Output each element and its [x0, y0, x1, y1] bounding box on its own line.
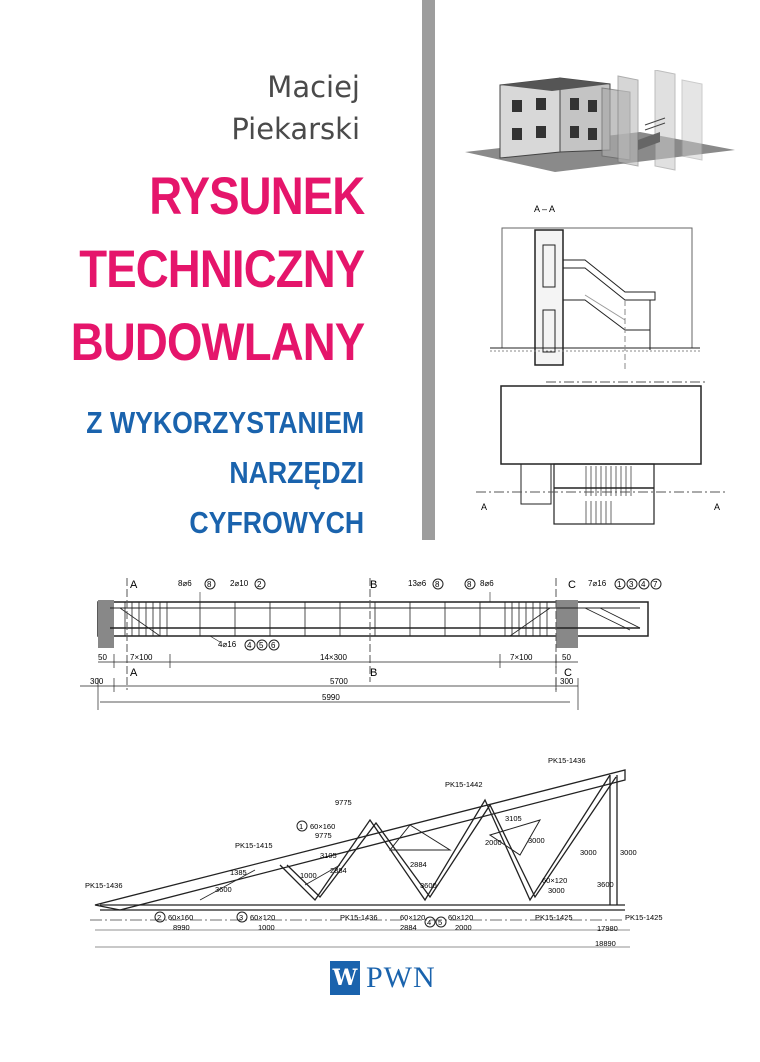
beam-dimension: 300: [90, 677, 104, 686]
publisher-name: PWN: [366, 961, 436, 994]
truss-dimension: 3000: [620, 848, 637, 857]
title-line-1: RYSUNEK: [148, 167, 365, 226]
plan-drawing: A A: [476, 381, 726, 525]
publisher-logo: W PWN: [330, 960, 436, 996]
truss-label: PK15-1425: [535, 913, 573, 922]
author-first-name: Maciej: [267, 70, 360, 104]
truss-dimension: 1000: [258, 923, 275, 932]
author: Maciej Piekarski: [231, 66, 360, 150]
truss-label: PK15-1415: [235, 841, 273, 850]
rebar-label: 5: [259, 641, 264, 650]
beam-mark-b-bottom: B: [370, 667, 377, 679]
truss-dimension: 3600: [597, 880, 614, 889]
rebar-label: 4: [247, 641, 252, 650]
book-title: RYSUNEK TECHNICZNY BUDOWLANY: [70, 160, 364, 379]
beam-dimension: 7×100: [510, 653, 533, 662]
truss-dimension: 2884: [400, 923, 417, 932]
truss-dimension: 2000: [485, 838, 502, 847]
author-last-name: Piekarski: [231, 112, 360, 146]
truss-dimension: 9775: [315, 831, 332, 840]
truss-dimension: 60×120: [250, 913, 275, 922]
title-line-2: TECHNICZNY: [78, 240, 365, 299]
rebar-label: 7: [653, 580, 658, 589]
truss-label: PK15-1425: [625, 913, 663, 922]
beam-dimension: 7×100: [130, 653, 153, 662]
rebar-label: 4: [641, 580, 646, 589]
beam-dimension: 50: [562, 653, 571, 662]
book-subtitle: Z WYKORZYSTANIEM NARZĘDZI CYFROWYCH: [86, 398, 364, 548]
beam-mark-a-top: A: [130, 579, 138, 591]
beam-mark-b-top: B: [370, 579, 377, 591]
truss-dimension: 1000: [300, 871, 317, 880]
truss-dimension: 60×160: [168, 913, 193, 922]
beam-dimension: 300: [560, 677, 574, 686]
subtitle-line-3: CYFROWYCH: [189, 505, 364, 540]
truss-label: PK15-1436: [85, 881, 123, 890]
rebar-label: 1: [617, 580, 622, 589]
truss-label: PK15-1436: [340, 913, 378, 922]
rebar-label: 4⌀16: [218, 640, 237, 649]
title-line-3: BUDOWLANY: [70, 313, 364, 372]
rebar-label: 8⌀6: [480, 579, 494, 588]
truss-label: PK15-1442: [445, 780, 483, 789]
rebar-label: 8: [435, 580, 440, 589]
truss-dimension: 60×120: [542, 876, 567, 885]
truss-dimension: 5: [438, 918, 442, 927]
building-3d-illustration: [465, 70, 735, 172]
rebar-label: 8⌀6: [178, 579, 192, 588]
plan-mark-right: A: [714, 502, 720, 512]
truss-dimension: 3105: [505, 814, 522, 823]
section-drawing: A – A: [490, 204, 700, 370]
truss-dimension: 3600: [420, 881, 437, 890]
truss-dimension: 60×120: [448, 913, 473, 922]
section-label: A – A: [534, 204, 555, 214]
rebar-label: 2⌀10: [230, 579, 249, 588]
roof-truss-drawing: PK15-1436 PK15-1442 PK15-1415 PK15-1436 …: [85, 756, 663, 948]
beam-reinforcement-drawing: A B C A B C 8⌀6 8 2⌀10 2 13⌀6 8 8 8⌀6 7⌀…: [80, 578, 662, 710]
beam-mark-c-top: C: [568, 579, 576, 591]
truss-dimension: 60×120: [400, 913, 425, 922]
rebar-label: 7⌀16: [588, 579, 607, 588]
rebar-label: 2: [257, 580, 262, 589]
truss-dimension: 2884: [410, 860, 427, 869]
truss-dimension: 18890: [595, 939, 616, 948]
beam-mark-c-bottom: C: [564, 667, 572, 679]
truss-dimension: 8990: [173, 923, 190, 932]
truss-dimension: 60×160: [310, 822, 335, 831]
truss-dimension: 1385: [230, 868, 247, 877]
rebar-label: 6: [271, 641, 276, 650]
rebar-label: 8: [207, 580, 212, 589]
truss-dimension: 4: [427, 918, 431, 927]
rebar-label: 8: [467, 580, 472, 589]
pwn-logo-mark-icon: W: [330, 961, 360, 995]
truss-dimension: 3000: [548, 886, 565, 895]
truss-label: PK15-1436: [548, 756, 586, 765]
subtitle-line-1: Z WYKORZYSTANIEM: [86, 405, 364, 440]
beam-dimension: 14×300: [320, 653, 347, 662]
truss-dimension: 3: [239, 913, 243, 922]
plan-mark-left: A: [481, 502, 487, 512]
truss-dimension: 1: [299, 822, 303, 831]
truss-dimension: 2000: [455, 923, 472, 932]
truss-dimension: 3105: [320, 851, 337, 860]
truss-dimension: 2: [157, 913, 161, 922]
beam-dimension: 50: [98, 653, 107, 662]
truss-dimension: 3000: [528, 836, 545, 845]
beam-dimension-total: 5990: [322, 693, 340, 702]
truss-dimension: 3600: [215, 885, 232, 894]
rebar-label: 13⌀6: [408, 579, 427, 588]
truss-dimension: 3000: [580, 848, 597, 857]
beam-dimension: 5700: [330, 677, 348, 686]
truss-dimension: 17980: [597, 924, 618, 933]
subtitle-line-2: NARZĘDZI: [229, 455, 364, 490]
beam-mark-a-bottom: A: [130, 667, 138, 679]
rebar-label: 3: [629, 580, 634, 589]
truss-dimension: 9775: [335, 798, 352, 807]
vertical-divider-bar: [422, 0, 435, 540]
truss-dimension: 2884: [330, 866, 347, 875]
